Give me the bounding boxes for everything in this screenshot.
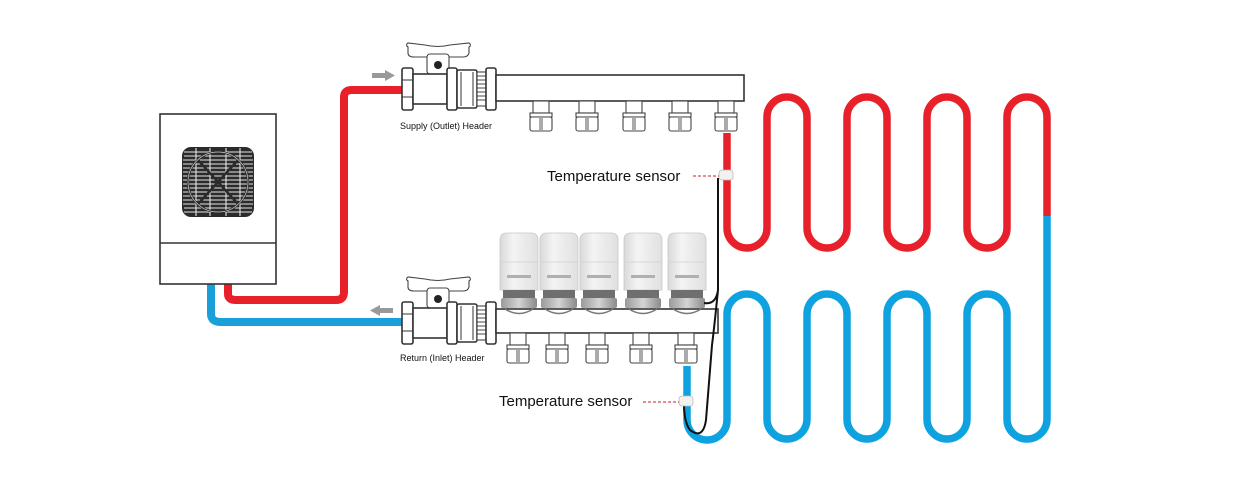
return-manifold-ports [506,332,698,364]
return-sensor-label: Temperature sensor [499,393,632,410]
supply-port [714,100,738,132]
return-pipe-from-manifold [207,282,402,326]
supply-pipe-to-manifold [224,86,402,304]
supply-temperature-sensor-clip-icon [718,169,734,181]
return-temperature-sensor-clip-icon [678,395,694,407]
return-ball-valve [401,276,497,345]
sensor-cable [683,178,719,435]
supply-sensor-label: Temperature sensor [547,168,680,185]
supply-port [529,100,553,132]
thermal-actuator [667,232,707,315]
thermal-actuator [539,232,579,315]
return-port [629,332,653,364]
thermal-actuator [623,232,663,315]
supply-manifold-header [495,74,745,102]
supply-manifold-ports [529,100,738,132]
fan-grille-icon [182,147,254,217]
return-port [506,332,530,364]
return-floor-loop [683,216,1051,444]
supply-header-label: Supply (Outlet) Header [400,121,492,131]
thermal-actuator [579,232,619,315]
supply-flow-arrow-icon [372,70,395,81]
heat-pump-unit [159,113,277,285]
supply-floor-loop [723,93,1051,252]
thermal-actuator [499,232,539,315]
return-flow-arrow-icon [370,305,393,316]
supply-port [622,100,646,132]
floor-heating-loop [683,93,1051,444]
thermal-actuators [499,232,707,315]
supply-ball-valve [401,42,497,111]
return-port [674,332,698,364]
supply-port [575,100,599,132]
return-header-label: Return (Inlet) Header [400,353,485,363]
supply-port [668,100,692,132]
return-port [585,332,609,364]
return-port [545,332,569,364]
